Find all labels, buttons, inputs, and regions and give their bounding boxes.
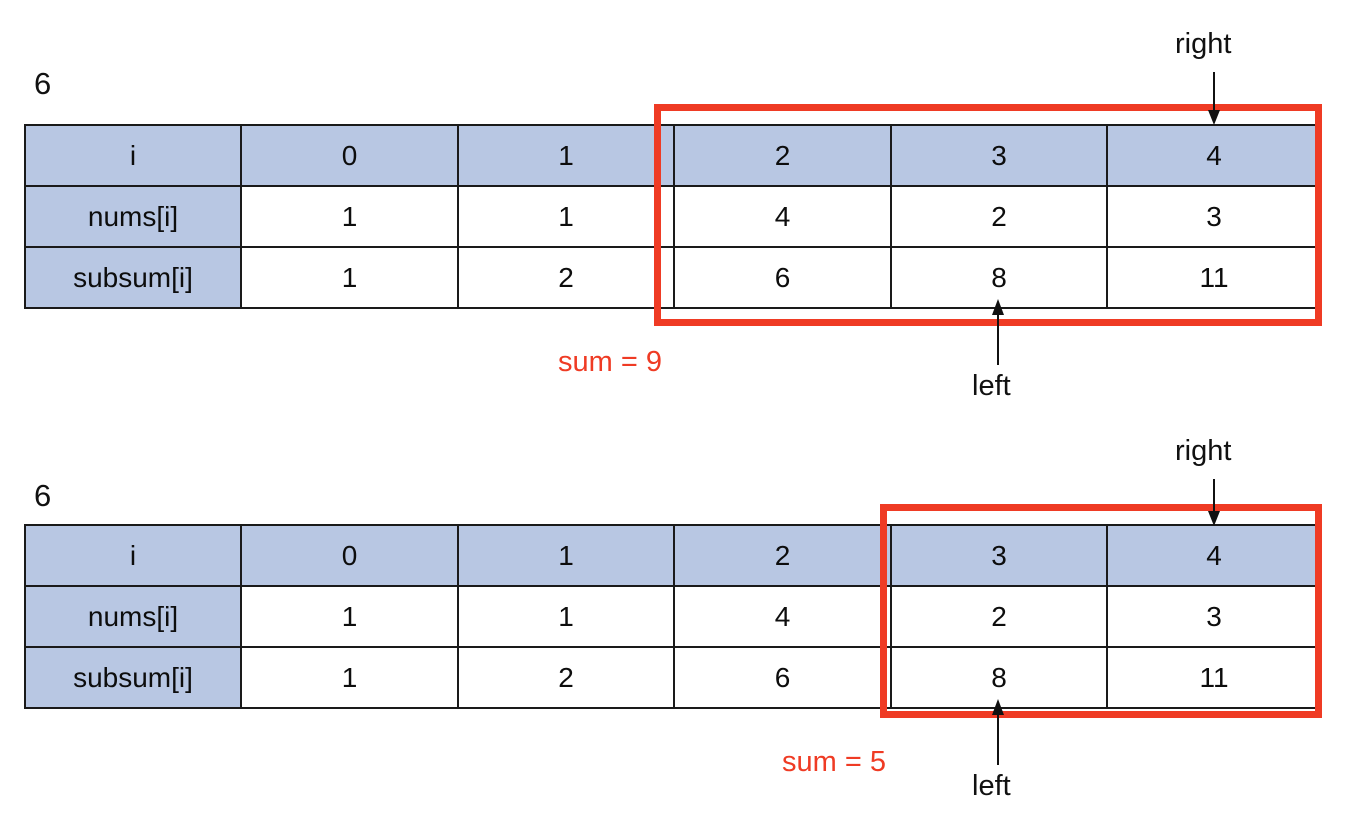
cell-nums-4-top: 3 bbox=[1106, 185, 1322, 248]
table-row-subsum-bottom: subsum[i] 1 2 6 8 11 bbox=[24, 646, 1322, 709]
panel-bottom: 6 i 0 1 2 3 4 nums[i] 1 1 4 2 3 bbox=[0, 412, 1360, 824]
table-row-nums-bottom: nums[i] 1 1 4 2 3 bbox=[24, 585, 1322, 648]
cell-nums-2-bottom: 4 bbox=[673, 585, 892, 648]
table-row-subsum-top: subsum[i] 1 2 6 8 11 bbox=[24, 246, 1322, 309]
pointer-label-right-bottom: right bbox=[1175, 435, 1232, 467]
cell-nums-2-top: 4 bbox=[673, 185, 892, 248]
table-row-nums-top: nums[i] 1 1 4 2 3 bbox=[24, 185, 1322, 248]
cell-subsum-2-bottom: 6 bbox=[673, 646, 892, 709]
cell-i-0-top: 0 bbox=[240, 124, 459, 187]
cell-i-3-bottom: 3 bbox=[890, 524, 1108, 587]
cell-subsum-1-top: 2 bbox=[457, 246, 675, 309]
cell-subsum-2-top: 6 bbox=[673, 246, 892, 309]
table-row-index-top: i 0 1 2 3 4 bbox=[24, 124, 1322, 187]
cell-nums-1-bottom: 1 bbox=[457, 585, 675, 648]
cell-subsum-0-bottom: 1 bbox=[240, 646, 459, 709]
cell-subsum-4-top: 11 bbox=[1106, 246, 1322, 309]
row-header-nums-bottom: nums[i] bbox=[24, 585, 242, 648]
pointer-arrow-right-top bbox=[1208, 72, 1220, 125]
cell-nums-4-bottom: 3 bbox=[1106, 585, 1322, 648]
pointer-arrow-right-bottom bbox=[1208, 479, 1220, 526]
cell-nums-0-bottom: 1 bbox=[240, 585, 459, 648]
cell-nums-3-bottom: 2 bbox=[890, 585, 1108, 648]
table-row-index-bottom: i 0 1 2 3 4 bbox=[24, 524, 1322, 587]
row-header-i-bottom: i bbox=[24, 524, 242, 587]
row-header-i-top: i bbox=[24, 124, 242, 187]
sum-annotation-bottom: sum = 5 bbox=[782, 746, 886, 778]
pointer-label-left-bottom: left bbox=[972, 770, 1011, 802]
pointer-arrow-left-bottom bbox=[992, 699, 1004, 765]
cell-i-0-bottom: 0 bbox=[240, 524, 459, 587]
cell-i-1-bottom: 1 bbox=[457, 524, 675, 587]
cell-nums-1-top: 1 bbox=[457, 185, 675, 248]
cell-nums-3-top: 2 bbox=[890, 185, 1108, 248]
state-table-bottom: i 0 1 2 3 4 nums[i] 1 1 4 2 3 subsum[i] … bbox=[24, 524, 1322, 709]
cell-subsum-3-bottom: 8 bbox=[890, 646, 1108, 709]
cell-subsum-0-top: 1 bbox=[240, 246, 459, 309]
sum-annotation-top: sum = 9 bbox=[558, 346, 662, 378]
cell-i-1-top: 1 bbox=[457, 124, 675, 187]
pointer-label-right-top: right bbox=[1175, 28, 1232, 60]
cell-i-4-top: 4 bbox=[1106, 124, 1322, 187]
cell-i-3-top: 3 bbox=[890, 124, 1108, 187]
state-table-top: i 0 1 2 3 4 nums[i] 1 1 4 2 3 subsum[i] … bbox=[24, 124, 1322, 309]
array-length-label-top: 6 bbox=[34, 66, 52, 101]
cell-i-2-bottom: 2 bbox=[673, 524, 892, 587]
cell-i-4-bottom: 4 bbox=[1106, 524, 1322, 587]
cell-subsum-3-top: 8 bbox=[890, 246, 1108, 309]
cell-subsum-4-bottom: 11 bbox=[1106, 646, 1322, 709]
row-header-nums-top: nums[i] bbox=[24, 185, 242, 248]
cell-nums-0-top: 1 bbox=[240, 185, 459, 248]
row-header-subsum-top: subsum[i] bbox=[24, 246, 242, 309]
pointer-arrow-left-top bbox=[992, 299, 1004, 365]
row-header-subsum-bottom: subsum[i] bbox=[24, 646, 242, 709]
cell-subsum-1-bottom: 2 bbox=[457, 646, 675, 709]
pointer-label-left-top: left bbox=[972, 370, 1011, 402]
cell-i-2-top: 2 bbox=[673, 124, 892, 187]
array-length-label-bottom: 6 bbox=[34, 478, 52, 513]
panel-top: 6 i 0 1 2 3 4 nums[i] 1 1 4 2 3 bbox=[24, 28, 1322, 402]
